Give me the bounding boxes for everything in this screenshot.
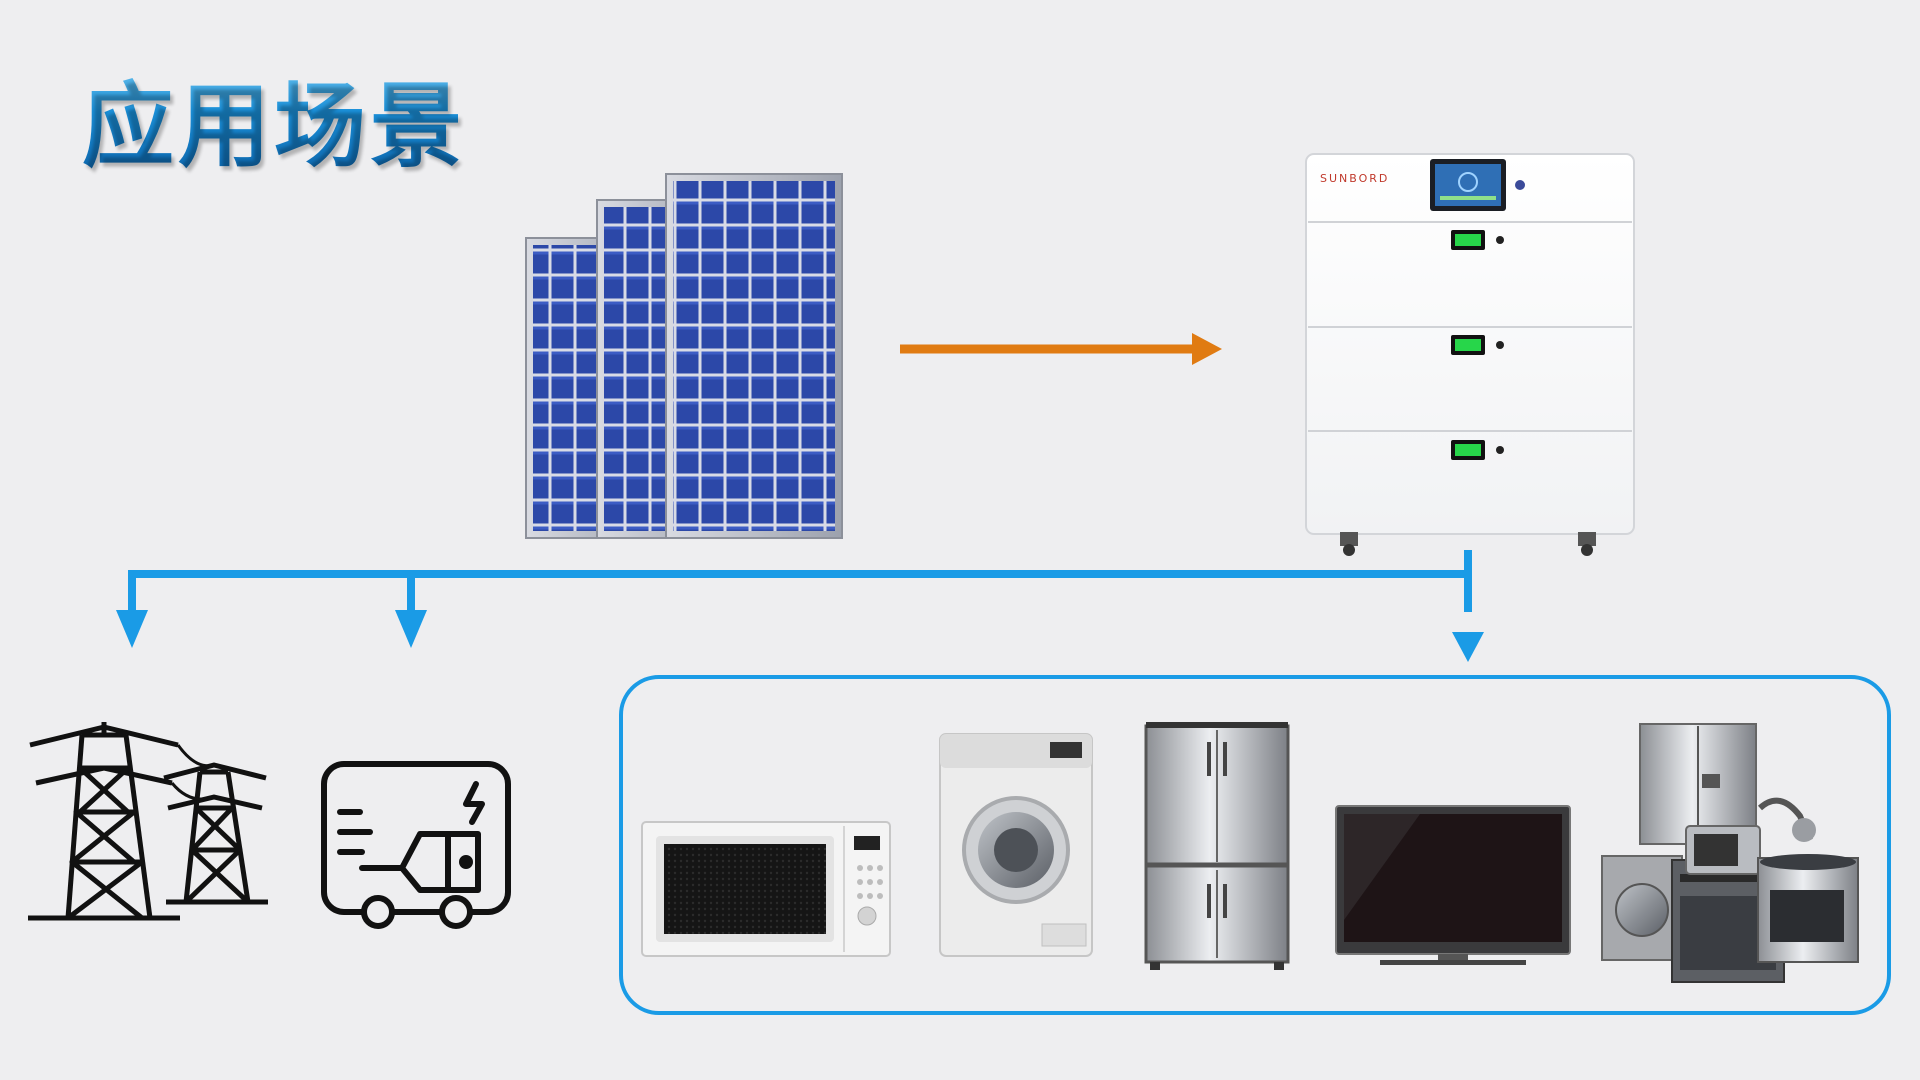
home-appliances-group-icon bbox=[1601, 723, 1859, 983]
module-indicator-icon bbox=[1451, 230, 1504, 250]
module-indicator-icon bbox=[1451, 335, 1504, 355]
power-grid-towers-icon bbox=[28, 722, 268, 921]
wheel-icon bbox=[1578, 532, 1596, 556]
pv-to-battery-arrow bbox=[900, 333, 1222, 365]
solar-panels-icon bbox=[525, 173, 843, 539]
television-icon bbox=[1335, 805, 1571, 965]
power-button-icon bbox=[1515, 180, 1525, 190]
microwave-oven-icon bbox=[641, 821, 891, 957]
page-title: 应用场景 bbox=[82, 52, 466, 185]
arrow-down-icon bbox=[1452, 632, 1484, 662]
arrow-down-icon bbox=[395, 610, 427, 648]
wheel-icon bbox=[1340, 532, 1358, 556]
appliances-frame bbox=[619, 675, 1891, 1015]
refrigerator-icon bbox=[1144, 722, 1290, 970]
arrow-down-icon bbox=[116, 610, 148, 648]
washing-machine-icon bbox=[939, 733, 1093, 957]
module-indicator-icon bbox=[1451, 440, 1504, 460]
battery-storage-cabinet bbox=[1305, 153, 1635, 556]
distribution-lines bbox=[128, 550, 1472, 612]
generator-icon bbox=[321, 761, 511, 929]
battery-brand-label: SUNBORD bbox=[1320, 172, 1390, 185]
